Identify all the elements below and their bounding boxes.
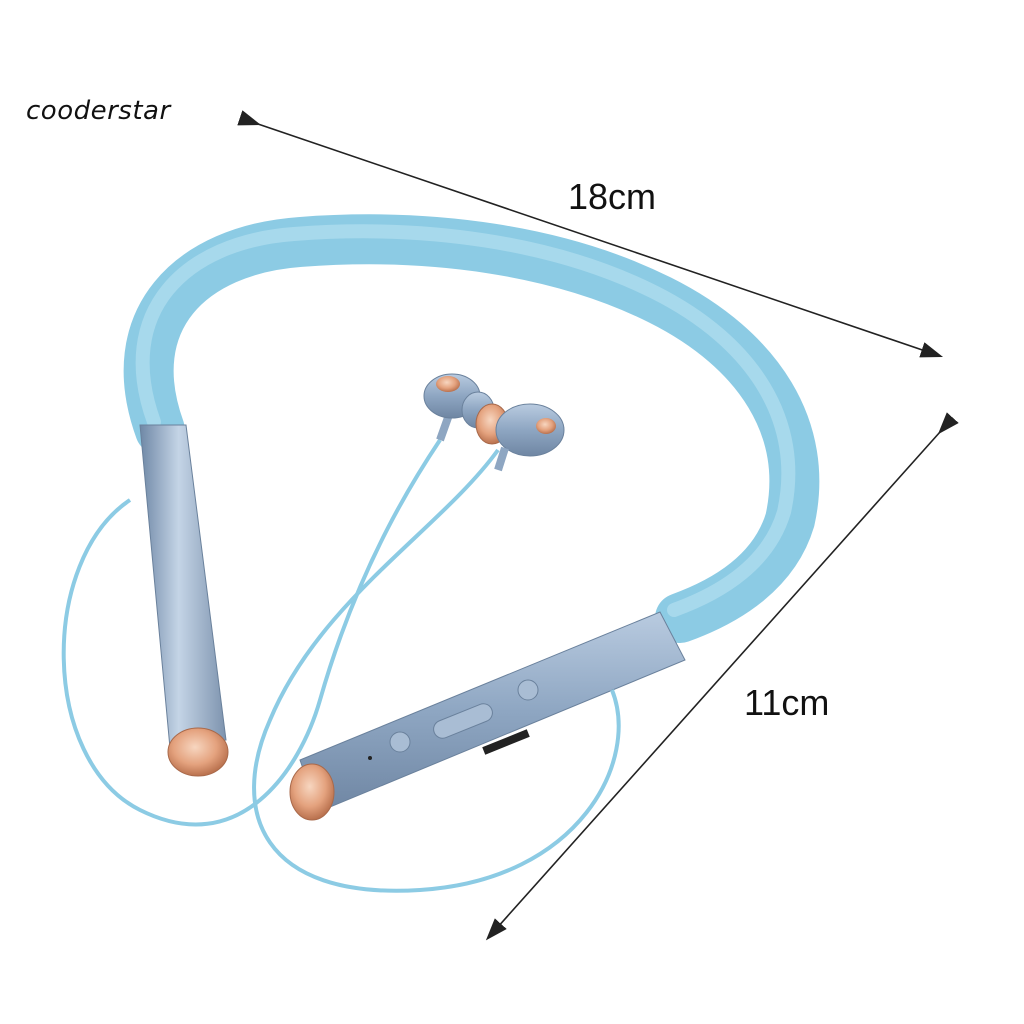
left-arm-cap	[167, 727, 229, 777]
width-dimension-arrow	[237, 110, 944, 358]
left-cable	[61, 438, 442, 827]
card-slot	[482, 729, 530, 755]
left-arm	[139, 424, 227, 749]
multifunction-button-icon	[517, 679, 539, 701]
left-earbud	[423, 373, 495, 442]
neckband	[123, 214, 820, 643]
right-arm-cap	[289, 763, 335, 821]
height-dimension-arrow	[485, 412, 959, 941]
power-button-icon	[389, 731, 411, 753]
brand-logo: cooderstar	[26, 96, 171, 126]
mic-hole	[368, 756, 372, 760]
right-earbud	[475, 403, 565, 472]
right-cable	[252, 448, 621, 893]
volume-rocker	[433, 703, 493, 739]
